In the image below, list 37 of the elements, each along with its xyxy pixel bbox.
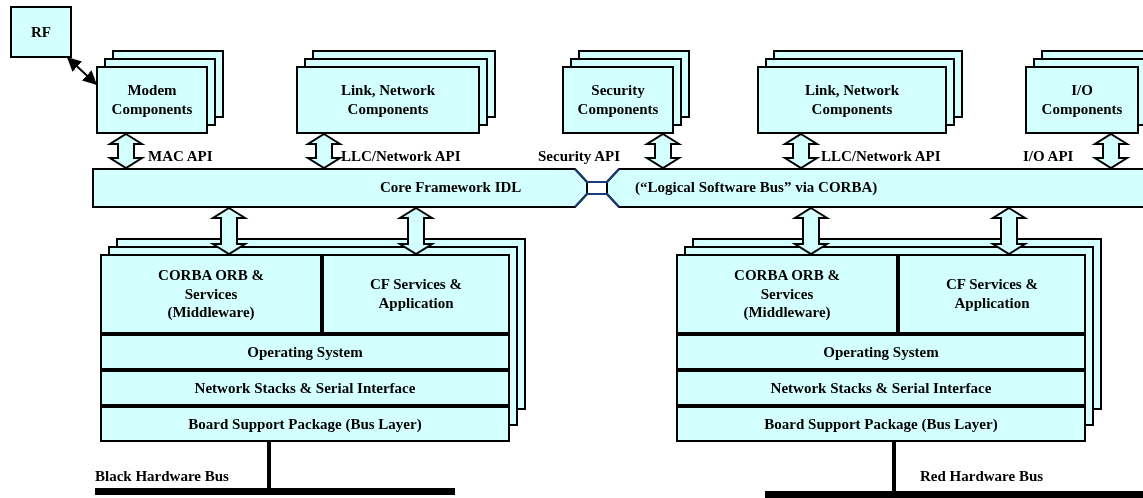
api-label: MAC API (148, 148, 213, 165)
bus-label: (“Logical Software Bus” via CORBA) (635, 179, 878, 196)
interface-arrow (106, 132, 146, 170)
interface-arrow (643, 132, 683, 170)
interface-arrow (396, 206, 436, 256)
interface-arrow (209, 206, 249, 256)
interface-arrow (791, 206, 831, 256)
layer-box: CF Services & Application (322, 254, 510, 334)
layer-box: CORBA ORB & Services (Middleware) (676, 254, 898, 334)
api-label: Security API (538, 148, 621, 165)
layer-box: CORBA ORB & Services (Middleware) (100, 254, 322, 334)
api-label: LLC/Network API (341, 148, 461, 165)
layer-box: Board Support Package (Bus Layer) (100, 406, 510, 442)
interface-arrow (781, 132, 821, 170)
layer-box: Network Stacks & Serial Interface (100, 370, 510, 406)
component-box: Link, Network Components (757, 66, 947, 134)
layer-box: CF Services & Application (898, 254, 1086, 334)
bus-name: Red Hardware Bus (920, 468, 1044, 485)
bus-name: Black Hardware Bus (95, 468, 229, 485)
bus-connection-line (892, 442, 896, 491)
rf-box: RF (10, 6, 72, 58)
component-box: Security Components (562, 66, 674, 134)
interface-arrow (989, 206, 1029, 256)
component-box: Link, Network Components (296, 66, 480, 134)
layer-box: Network Stacks & Serial Interface (676, 370, 1086, 406)
interface-arrow (1091, 132, 1131, 170)
bus-connection-line (267, 442, 271, 488)
layer-box: Operating System (676, 334, 1086, 370)
layer-box: Operating System (100, 334, 510, 370)
double-arrow (66, 57, 98, 85)
component-box: I/O Components (1025, 66, 1139, 134)
layer-box: Board Support Package (Bus Layer) (676, 406, 1086, 442)
interface-arrow (304, 132, 344, 170)
api-label: I/O API (1023, 148, 1074, 165)
api-label: LLC/Network API (821, 148, 941, 165)
component-box: Modem Components (96, 66, 208, 134)
bus-label: Core Framework IDL (380, 179, 522, 196)
